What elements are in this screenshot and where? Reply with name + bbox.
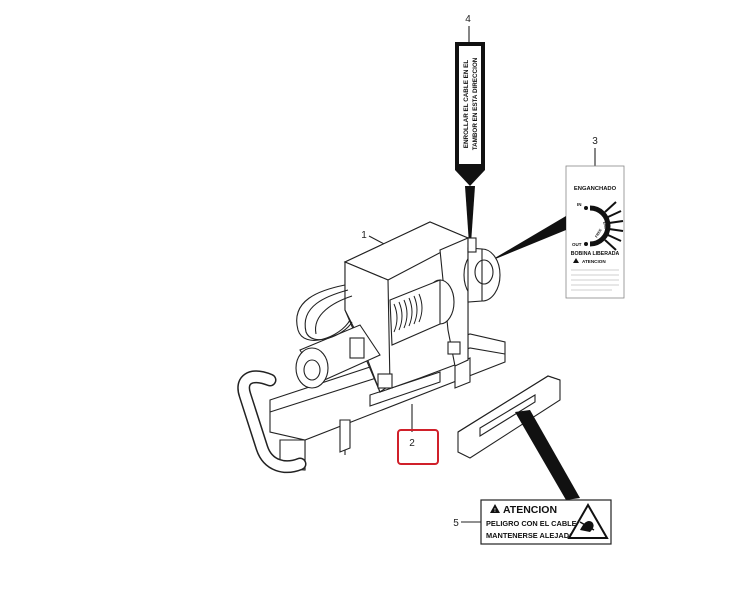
decal-5-pointer	[515, 410, 580, 500]
callout-number-1: 1	[361, 230, 367, 241]
highlight-box	[397, 429, 439, 465]
callout-number-3: 3	[592, 136, 598, 147]
decal-3-label-in: IN	[577, 202, 582, 207]
motor-end-hub	[303, 359, 321, 381]
decal-4-inner	[459, 46, 481, 164]
motor-end-cap	[295, 347, 329, 389]
cable-guide-plate	[457, 375, 580, 500]
control-wires	[296, 284, 353, 341]
decal-3-label-out: OUT	[572, 242, 582, 247]
channel-bracket	[339, 419, 351, 453]
channel-edge	[269, 347, 506, 413]
gearbox-hub	[474, 259, 494, 285]
dial-dot-in	[584, 206, 588, 210]
decal-4-arrow: ENROLLAR EL CABLE EN EL TAMBOR EN ESTA D…	[455, 42, 485, 186]
decal-3-frame	[565, 165, 625, 299]
tube-frame-inner	[238, 371, 305, 472]
decal-5-line2: MANTENERSE ALEJADO	[486, 531, 575, 540]
arrow-down-icon	[455, 170, 485, 186]
decal-4-line1: ENROLLAR EL CABLE EN EL	[463, 60, 470, 149]
dial-dot-out	[584, 242, 588, 246]
decal-3-bottom: BOBINA LIBERADA	[571, 251, 620, 257]
callout-5: 5 ! ATENCION PELIGRO CON EL CABLE MANTEN…	[453, 499, 612, 545]
decal-3-label-engage: ENGAGE	[602, 221, 610, 238]
decal-4-line2: TAMBOR EN ESTA DIRECCION	[472, 57, 479, 150]
warning-triangle-icon	[573, 258, 579, 263]
decal-3-dial-rays	[604, 201, 624, 251]
callout-number-5: 5	[453, 518, 459, 529]
winch-drawing	[237, 221, 506, 474]
mount-foot-left	[377, 373, 393, 389]
solenoid-box	[349, 337, 365, 359]
decal-3-pointer	[488, 216, 566, 262]
guide-plate-slot	[479, 394, 536, 437]
svg-text:!: !	[494, 508, 496, 514]
clutch-dial-icon	[589, 205, 611, 247]
callout-4: 4 ENROLLAR EL CABLE EN EL TAMBOR EN ESTA…	[455, 14, 485, 258]
callout-number-2: 2	[409, 438, 415, 449]
callout-number-4: 4	[465, 14, 471, 25]
hand-crush-warning-icon	[567, 502, 609, 539]
callout-2: 2	[397, 404, 439, 465]
decal-3-label-free: FREE	[594, 228, 603, 239]
decal-4-pointer	[465, 186, 475, 258]
mount-foot-right	[447, 341, 461, 355]
drum-cable-wraps	[393, 293, 423, 333]
warning-triangle-icon	[490, 504, 500, 513]
drum-body	[389, 279, 441, 346]
decal-3-fine-print	[571, 269, 619, 291]
decal-5-title: ATENCION	[503, 504, 557, 516]
decal-3-title: ENGANCHADO	[574, 186, 617, 192]
housing-side-left	[344, 261, 391, 393]
guide-plate-edge	[457, 375, 561, 433]
clutch-lever	[467, 237, 477, 253]
decal-3-warning: ATENCION	[582, 259, 606, 264]
decal-5-line1: PELIGRO CON EL CABLE	[486, 519, 577, 528]
callout-3: 3 ENGANCHADO IN OUT ENGAGE FREE BOBINA L…	[488, 136, 625, 299]
